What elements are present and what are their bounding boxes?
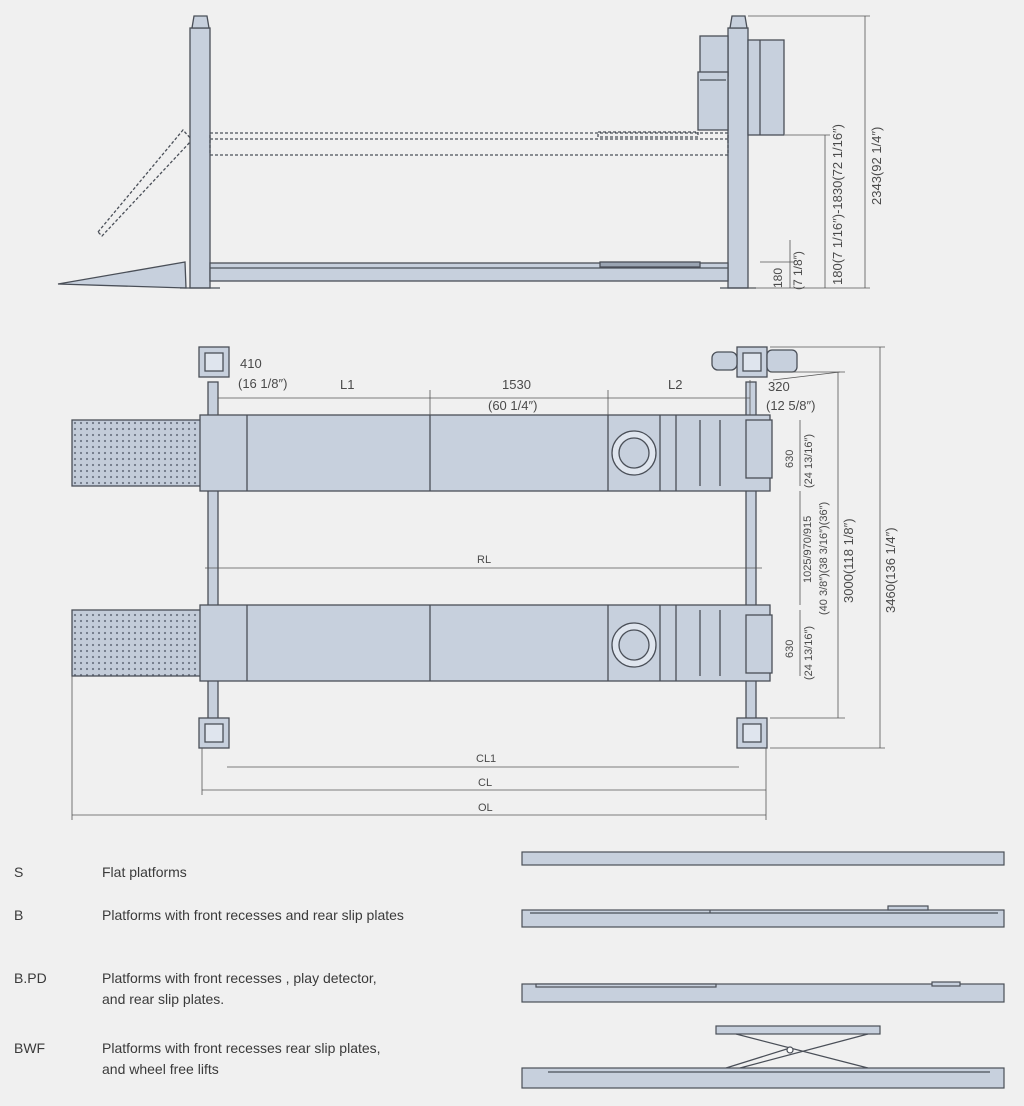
variant-code-bwf: BWF [14,1040,46,1056]
play-detector-platform-icon [521,981,1005,1003]
left-post-cap [191,15,210,29]
post-base-top-right [736,346,768,378]
variant-desc-line: and wheel free lifts [102,1061,219,1077]
left-post [189,27,211,289]
flat-platform-icon [521,851,1005,866]
lift-range-label: 180(7 1/16″)-1830(72 1/16″) [830,124,845,285]
ol-label: OL [478,802,493,814]
variant-code-bpd: B.PD [14,970,47,986]
variant-desc-line: Platforms with front recesses and rear s… [102,907,404,923]
right-post-cap [729,15,748,29]
offset-mm-label: 410 [240,356,262,371]
rl-label: RL [477,554,491,566]
total-width-label: 3460(136 1/4″) [883,527,898,613]
top-view-dimensions [71,346,885,820]
mid-in-label: (60 1/4″) [488,398,537,413]
offset-in-label: (16 1/8″) [238,376,287,391]
rear-mm-label: 320 [768,379,790,394]
raised-ramp-dashed [97,129,193,237]
runway-width-upper-label: 630 [784,450,796,468]
rear-in-label: (12 5/8″) [766,398,815,413]
runway-upper [199,414,771,492]
variant-desc-line: Platforms with front recesses , play det… [102,970,377,986]
variant-desc-b: Platforms with front recesses and rear s… [102,905,404,926]
motor-top [711,351,738,371]
low-height-in-label: (7 1/8″) [791,251,805,290]
side-view-dimensions [748,15,870,289]
runway-width-lower-in-label: (24 13/16″) [803,626,815,680]
control-box [747,39,785,136]
mid-mm-label: 1530 [502,377,531,392]
overall-height-label: 2343(92 1/4″) [869,127,884,205]
post-base-bottom-left [198,717,230,749]
variant-desc-s: Flat platforms [102,862,187,883]
approach-ramp [57,261,187,289]
variant-desc-line: and rear slip plates. [102,991,225,1007]
outer-width-label: 3000(118 1/8″) [841,518,856,603]
front-ramp-upper [71,419,213,487]
l1-label: L1 [340,377,354,392]
cl1-label: CL1 [476,753,496,765]
runway-lower [199,604,771,682]
inner-gap-in-label: (40 3/8″)(38 3/16″)(36″) [818,502,830,615]
right-post [727,27,749,289]
variant-desc-line: Flat platforms [102,864,187,880]
post-base-bottom-right [736,717,768,749]
variant-desc-bwf: Platforms with front recesses rear slip … [102,1038,381,1080]
low-height-label: 180 [771,268,785,288]
recessed-platform-icon [521,905,1005,928]
top-view [71,346,798,749]
front-ramp-lower [71,609,213,677]
wheel-free-lift-platform-icon [521,1025,1005,1089]
side-view [57,15,785,289]
runway-width-lower-label: 630 [784,640,796,658]
variant-code-b: B [14,907,24,923]
variant-code-s: S [14,864,24,880]
variant-desc-line: Platforms with front recesses rear slip … [102,1040,381,1056]
l2-label: L2 [668,377,682,392]
raised-platform-dashed [209,132,729,156]
hydraulic-motor [699,35,729,77]
cl-label: CL [478,777,492,789]
inner-gap-label: 1025/970/915 [802,516,814,583]
variant-desc-bpd: Platforms with front recesses , play det… [102,968,377,1010]
post-base-top-left [198,346,230,378]
runway-width-upper-in-label: (24 13/16″) [803,434,815,488]
